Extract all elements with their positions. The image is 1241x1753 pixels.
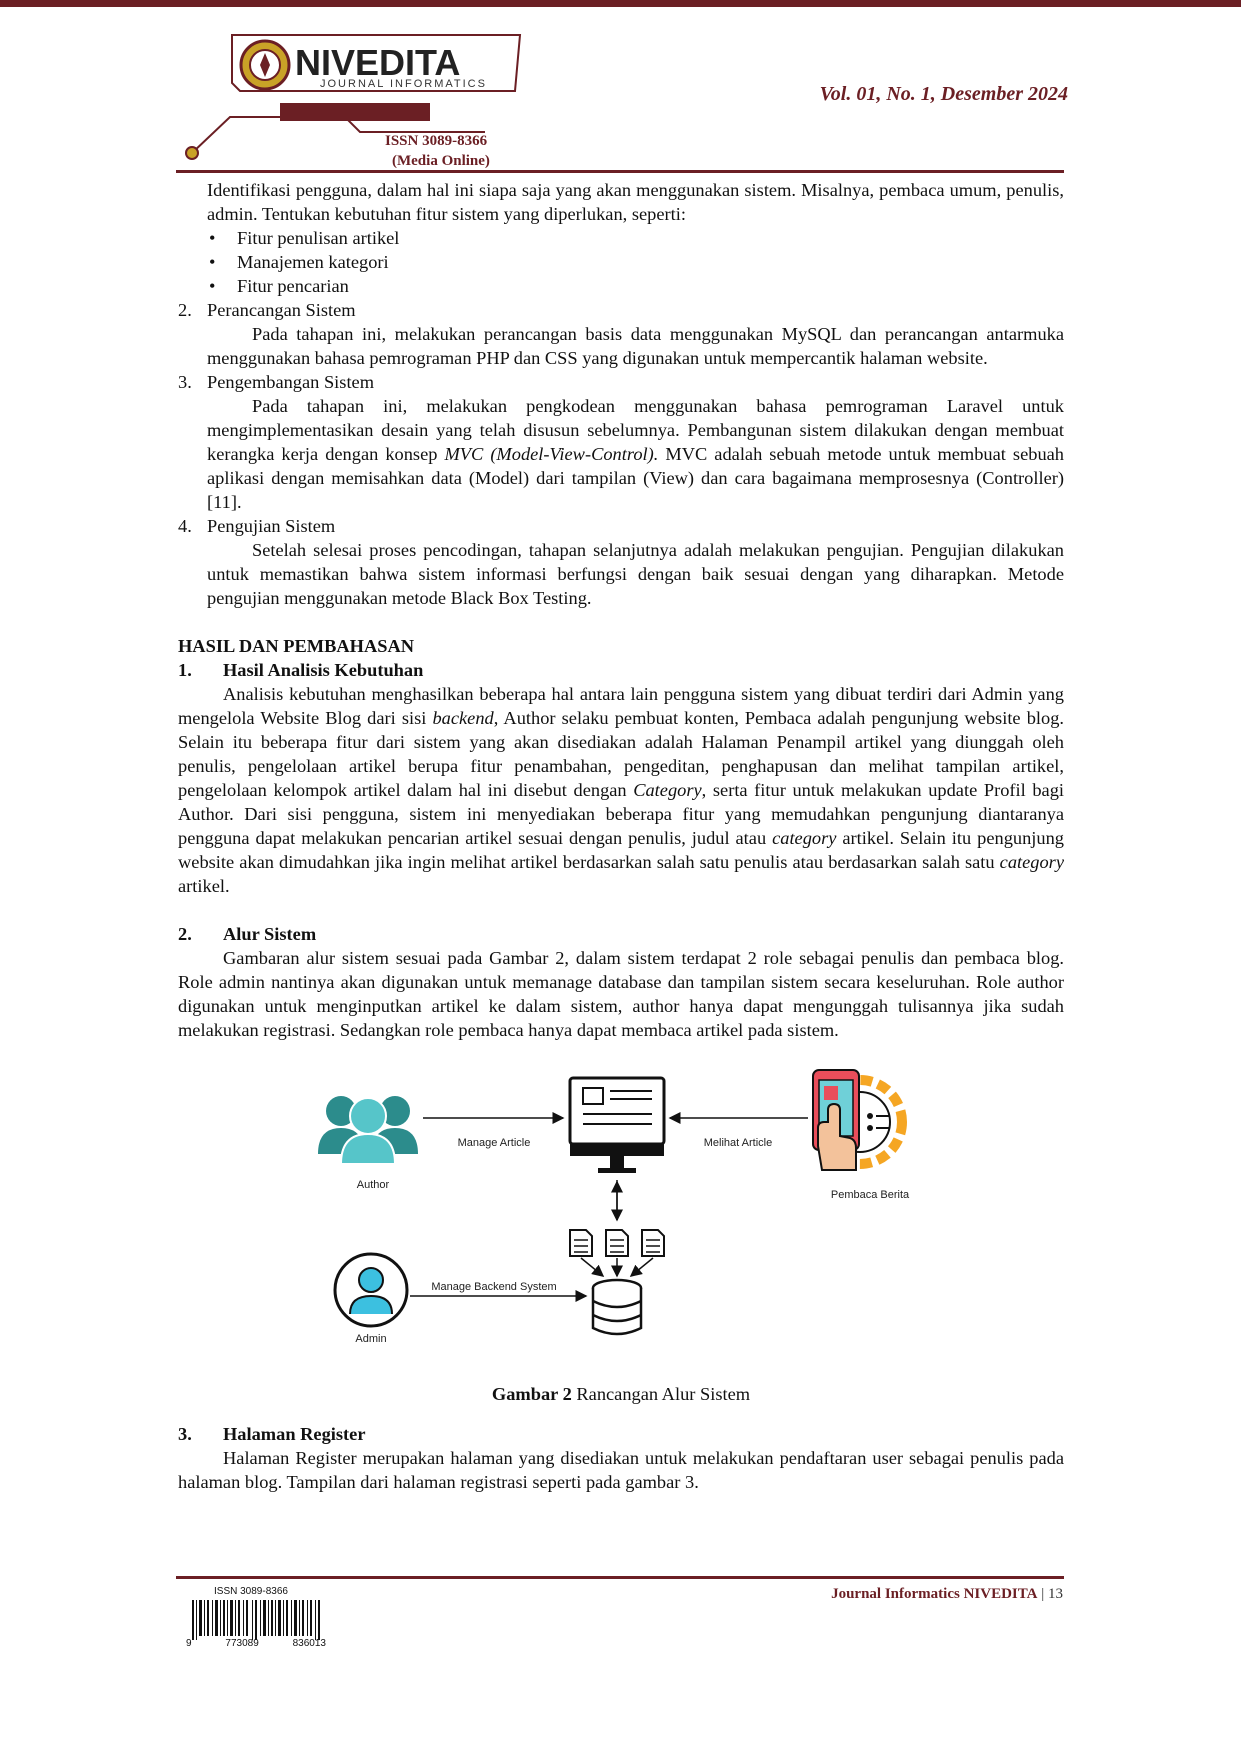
list-item: Fitur penulisan artikel	[207, 226, 1064, 250]
step-number: 3.	[178, 372, 192, 392]
top-border	[0, 0, 1241, 7]
monitor-icon	[568, 1076, 666, 1173]
step-text: Pada tahapan ini, melakukan perancangan …	[207, 324, 1064, 368]
manage-backend-label: Manage Backend System	[431, 1281, 556, 1293]
barcode-icon	[192, 1600, 320, 1640]
footer-journal: Journal Informatics NIVEDITA | 13	[831, 1586, 1063, 1602]
footer-journal-name: Journal Informatics NIVEDITA	[831, 1586, 1038, 1602]
admin-icon	[333, 1252, 409, 1328]
barcode-digits: 9 773089 836013	[186, 1638, 326, 1649]
document-icon	[605, 1229, 629, 1257]
author-group-icon	[318, 1096, 418, 1165]
database-icon	[591, 1278, 643, 1336]
page-header: NIVEDITA JOURNAL INFORMATICS ISSN 3089-8…	[0, 7, 1241, 177]
volume-info: Vol. 01, No. 1, Desember 2024	[819, 83, 1068, 105]
journal-logo: NIVEDITA JOURNAL INFORMATICS ISSN 3089-8…	[185, 34, 522, 169]
system-flow-diagram: Author	[178, 1058, 1064, 1378]
header-media: (Media Online)	[392, 153, 490, 169]
reader-icon	[812, 1069, 907, 1171]
subsection-heading: 2.Alur Sistem	[178, 924, 317, 944]
subsection-text: Halaman Register merupakan halaman yang …	[178, 1448, 1064, 1492]
figure-caption: Gambar 2 Rancangan Alur Sistem	[491, 1384, 751, 1404]
logo-title: NIVEDITA	[295, 42, 460, 83]
author-label: Author	[357, 1179, 390, 1191]
document-icon	[569, 1229, 593, 1257]
manage-article-label: Manage Article	[458, 1137, 531, 1149]
subsection-heading: 3.Halaman Register	[178, 1424, 366, 1444]
section-title: HASIL DAN PEMBAHASAN	[178, 636, 415, 656]
intro-paragraph: Identifikasi pengguna, dalam hal ini sia…	[207, 180, 1064, 224]
barcode: ISSN 3089-8366 9 773089 836013	[186, 1586, 326, 1649]
step-number: 2.	[178, 300, 192, 320]
list-item: Fitur pencarian	[207, 274, 1064, 298]
barcode-issn: ISSN 3089-8366	[214, 1586, 288, 1597]
page-content: Identifikasi pengguna, dalam hal ini sia…	[178, 178, 1064, 1494]
step-text: Pada tahapan ini, melakukan pengkodean m…	[207, 396, 1064, 512]
subsection-text: Analisis kebutuhan menghasilkan beberapa…	[178, 684, 1064, 896]
step-title: Pengujian Sistem	[207, 516, 336, 536]
subsection-text: Gambaran alur sistem sesuai pada Gambar …	[178, 948, 1064, 1040]
step-item: 3. Pengembangan Sistem	[178, 370, 1064, 394]
header-rule	[176, 170, 1064, 173]
step-item: 2. Perancangan Sistem	[178, 298, 1064, 322]
document-icon	[641, 1229, 665, 1257]
melihat-article-label: Melihat Article	[704, 1137, 772, 1149]
reader-label: Pembaca Berita	[831, 1189, 910, 1201]
step-title: Pengembangan Sistem	[207, 372, 375, 392]
admin-label: Admin	[355, 1333, 386, 1345]
list-item: Manajemen kategori	[207, 250, 1064, 274]
header-issn: ISSN 3089-8366	[385, 133, 488, 149]
page-number: 13	[1048, 1586, 1063, 1602]
subsection-heading: 1.Hasil Analisis Kebutuhan	[178, 660, 424, 680]
feature-list: Fitur penulisan artikel Manajemen katego…	[178, 226, 1064, 298]
step-title: Perancangan Sistem	[207, 300, 356, 320]
footer-rule	[176, 1576, 1064, 1579]
logo-subtitle: JOURNAL INFORMATICS	[320, 78, 487, 90]
step-text: Setelah selesai proses pencodingan, taha…	[207, 540, 1064, 608]
step-item: 4. Pengujian Sistem	[178, 514, 1064, 538]
step-number: 4.	[178, 516, 192, 536]
